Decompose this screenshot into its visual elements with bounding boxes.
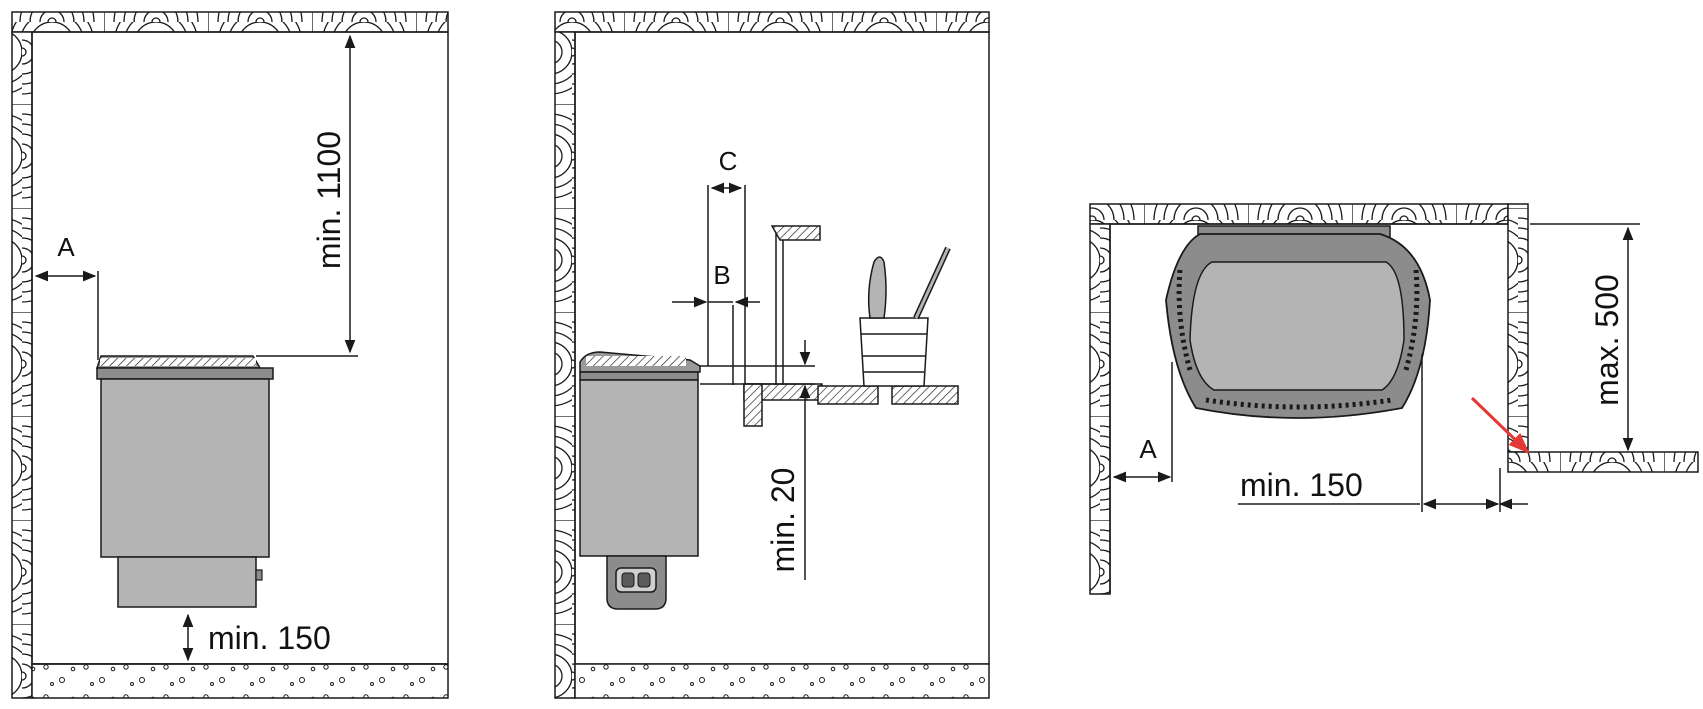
label-b: B <box>713 260 730 290</box>
panel-right: A min. 150 max. 500 <box>1089 203 1699 595</box>
panel-left: A min. 1100 min. 150 <box>11 11 449 699</box>
ceiling-wood <box>554 11 990 33</box>
sauna-heater-side <box>579 351 701 610</box>
backrest <box>770 225 821 385</box>
wall-wood-left <box>1089 223 1111 595</box>
label-floor-clearance: min. 150 <box>208 620 331 656</box>
bench <box>743 383 959 427</box>
ceiling-wood <box>11 11 449 33</box>
sauna-heater-front <box>95 355 274 608</box>
panel-middle: C B min. 20 <box>554 11 990 699</box>
label-a: A <box>1139 434 1157 464</box>
ceiling-wood <box>1089 203 1509 225</box>
floor-gravel <box>31 663 449 699</box>
pointer-arrow-red <box>1470 396 1530 454</box>
sauna-bucket-icon <box>859 246 951 387</box>
wall-wood <box>11 31 33 699</box>
label-a: A <box>57 232 75 262</box>
label-shelf-clearance: min. 20 <box>765 468 801 573</box>
label-max-distance: max. 500 <box>1589 274 1625 406</box>
label-c: C <box>719 146 738 176</box>
label-side-clearance: min. 150 <box>1240 467 1363 503</box>
wall-wood-step <box>1507 451 1699 473</box>
wall-wood-right <box>1507 203 1529 453</box>
sauna-heater-top <box>1165 225 1431 419</box>
wall-wood <box>554 31 576 699</box>
label-ceiling-clearance: min. 1100 <box>311 131 347 269</box>
floor-gravel <box>574 663 990 699</box>
